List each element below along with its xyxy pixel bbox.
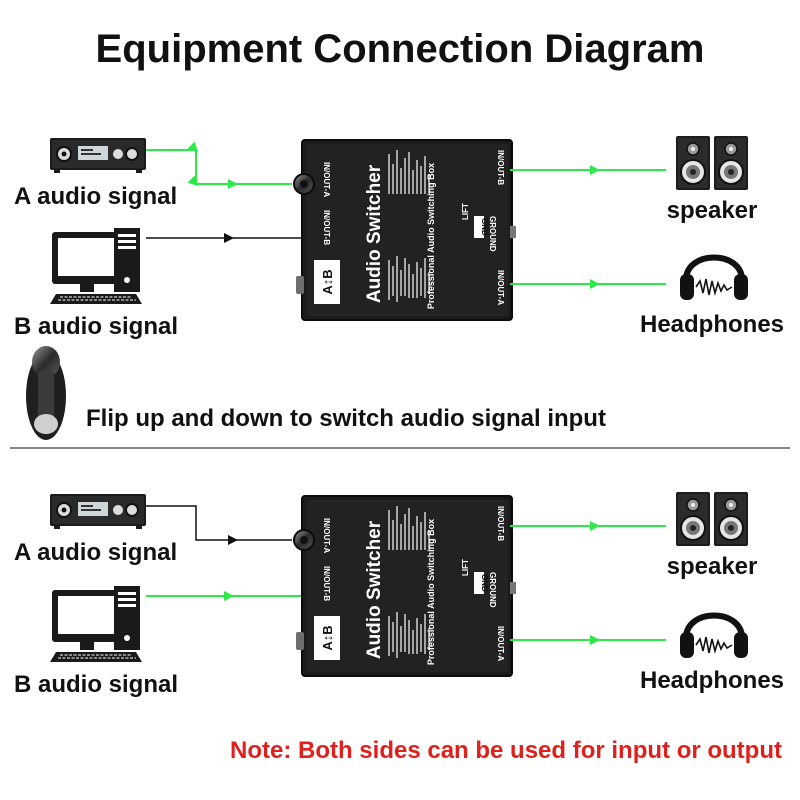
arrow-head <box>224 591 234 601</box>
computer-icon <box>49 585 143 663</box>
computer-icon <box>49 227 143 305</box>
port-out-a: IN/OUT-A <box>496 626 505 661</box>
source-b-label: B audio signal <box>14 313 178 340</box>
ground-gnd-label: GND <box>480 218 489 236</box>
speakers-icon <box>675 135 749 191</box>
flip-instruction: Flip up and down to switch audio signal … <box>86 405 606 432</box>
arrow-head <box>590 279 600 289</box>
source-b-label: B audio signal <box>14 671 178 698</box>
audio-switcher-box: Audio Switcher Professional Audio Switch… <box>293 139 517 321</box>
ground-label: GROUND <box>488 216 497 252</box>
port-out-a: IN/OUT-A <box>496 270 505 305</box>
audio-switcher-box: Audio Switcher Professional Audio Switch… <box>293 495 517 677</box>
arrow-head <box>590 165 600 175</box>
arrow-head <box>590 521 600 531</box>
arrow-head <box>590 635 600 645</box>
toggle-instruction: Flip up and down to switch audio signal … <box>26 346 606 440</box>
arrow-head <box>228 179 238 189</box>
diagram-bottom: A audio signal B audio signal Audio Swit… <box>14 491 784 698</box>
amplifier-icon <box>49 137 147 174</box>
connection-line-a <box>146 505 292 541</box>
amplifier-icon <box>49 493 147 530</box>
port-out-b: IN/OUT-B <box>496 506 505 541</box>
note-text: Note: Both sides can be used for input o… <box>230 737 782 764</box>
source-a-label: A audio signal <box>14 539 177 566</box>
headphones-label: Headphones <box>640 667 784 694</box>
port-in-a: IN/OUT-A <box>322 162 331 197</box>
port-in-a: IN/OUT-A <box>322 518 331 553</box>
headphones-icon <box>680 616 748 659</box>
toggle-switch-icon <box>26 346 66 440</box>
page-title: Equipment Connection Diagram <box>96 27 705 71</box>
speaker-label: speaker <box>667 197 758 224</box>
arrow-head <box>228 535 238 545</box>
port-in-b: IN/OUT-B <box>322 210 331 245</box>
ground-lift-label: LIFT <box>461 203 470 220</box>
headphones-icon <box>680 258 748 301</box>
ground-lift-label: LIFT <box>461 559 470 576</box>
device-name: Audio Switcher <box>364 164 385 303</box>
headphones-label: Headphones <box>640 311 784 338</box>
diagram-top: A audio signal B audio signal Audio Swit… <box>14 135 784 340</box>
connection-line-a <box>146 141 292 187</box>
speaker-label: speaker <box>667 553 758 580</box>
switch-label: A↕B <box>320 625 335 650</box>
device-subtitle: Professional Audio Switching Box <box>426 519 436 665</box>
port-in-b: IN/OUT-B <box>322 566 331 601</box>
gnd-badge <box>474 216 484 238</box>
switch-label: A↕B <box>320 269 335 294</box>
gnd-badge <box>474 572 484 594</box>
port-out-b: IN/OUT-B <box>496 150 505 185</box>
speakers-icon <box>675 491 749 547</box>
ground-label: GROUND <box>488 572 497 608</box>
device-name: Audio Switcher <box>364 520 385 659</box>
arrow-head <box>224 233 234 243</box>
ground-gnd-label: GND <box>480 574 489 592</box>
source-a-label: A audio signal <box>14 183 177 210</box>
device-subtitle: Professional Audio Switching Box <box>426 163 436 309</box>
